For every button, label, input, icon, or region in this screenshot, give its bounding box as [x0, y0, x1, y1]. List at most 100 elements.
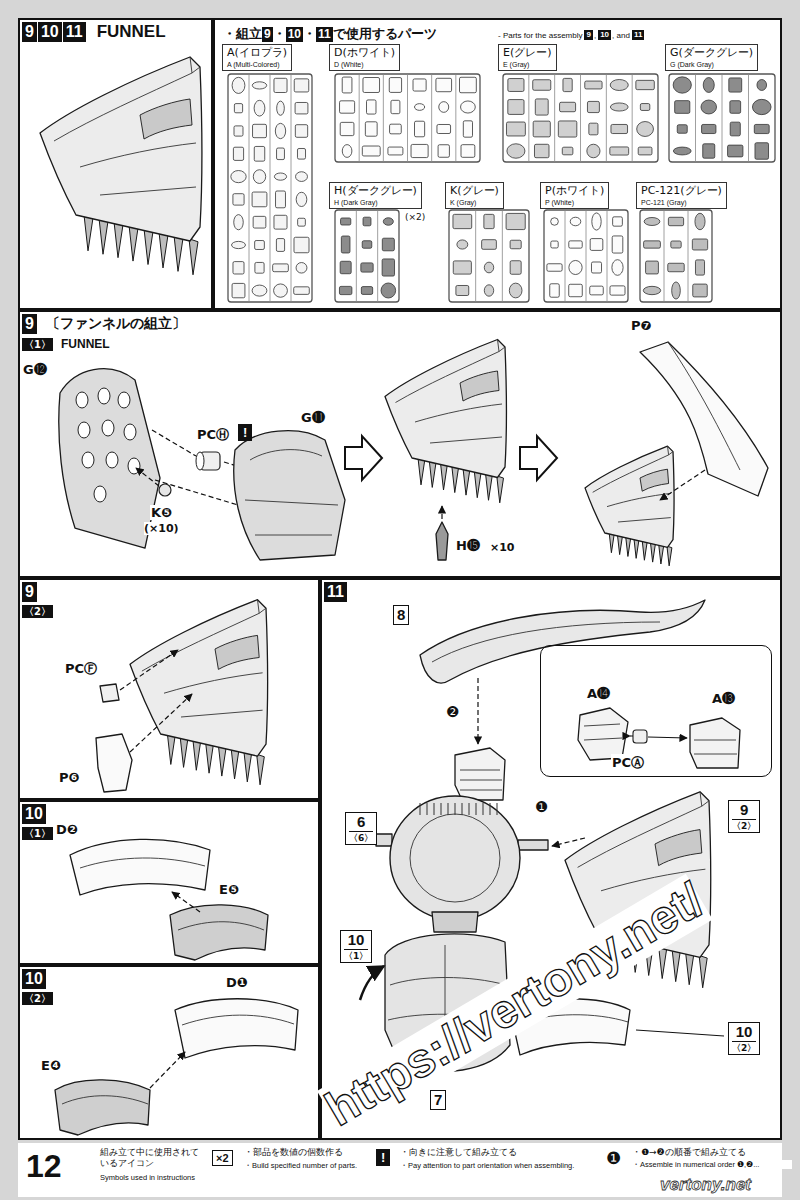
runner-part	[610, 80, 628, 91]
text-group: 〈1〉	[22, 827, 53, 840]
runner-part	[388, 147, 403, 155]
runner-part	[461, 101, 476, 113]
funnel-beam	[167, 734, 175, 765]
funnel-body	[40, 57, 202, 241]
detail-line	[250, 450, 322, 460]
runner-part	[296, 263, 307, 274]
step-substep: 〈2〉	[22, 605, 53, 618]
runner-part	[276, 191, 286, 208]
step-number: 11	[316, 27, 333, 42]
text-group: G(ダークグレー)G (Dark Gray)	[665, 44, 758, 71]
icon-note: ・向きに注意して組み立てる	[400, 1147, 600, 1158]
funnel-panel	[655, 830, 702, 866]
funnel-beam	[144, 229, 153, 265]
runner-part	[252, 192, 267, 207]
icon-note: ・Assemble in numerical order ❶,❷...	[632, 1160, 792, 1169]
head-body	[390, 796, 520, 920]
runner-part	[613, 217, 623, 226]
funnel-body	[130, 600, 268, 756]
runner-part	[510, 240, 521, 249]
assembly-guide	[120, 650, 178, 690]
runner-part	[508, 100, 524, 115]
detail-line	[578, 806, 702, 867]
runner-frame	[669, 74, 775, 162]
funnel-beam	[174, 235, 183, 271]
detail-line	[100, 187, 196, 195]
runner-part	[415, 121, 425, 137]
runner-part	[673, 147, 691, 155]
funnel-beam	[114, 222, 123, 258]
funnel-drawing	[130, 600, 268, 785]
funnel-beam	[672, 949, 680, 981]
runner-part	[535, 99, 548, 115]
runner-label: G(ダークグレー)	[670, 46, 753, 60]
runner-part	[729, 78, 742, 92]
head-ridge	[462, 803, 463, 815]
detail-line	[618, 518, 671, 522]
runner-label: K(グレー)	[450, 184, 499, 198]
funnel-beam	[686, 952, 694, 984]
subassembly-ref: 6〈6〉	[345, 812, 377, 845]
runner-part	[692, 239, 707, 250]
text-group: ・組立9・10・11で使用するパーツ	[223, 25, 437, 43]
runner-label: P(ホワイト)	[545, 184, 604, 198]
runner-sketch	[640, 210, 712, 302]
runner-part	[363, 217, 371, 226]
funnel-beam	[429, 460, 436, 487]
head-ridge	[420, 803, 421, 815]
socket-hole	[78, 422, 90, 438]
runner-part	[636, 80, 654, 89]
runner-sketch	[228, 74, 312, 302]
runner-part	[730, 122, 740, 136]
runner-part	[463, 121, 472, 137]
runner-part	[728, 145, 743, 157]
runner-label: D (White)	[334, 60, 364, 69]
runner-part	[560, 102, 576, 111]
runner-frame	[335, 74, 480, 162]
runner-part	[340, 101, 355, 113]
visor-part	[170, 905, 268, 960]
runner-box: K(グレー)K (Gray)	[445, 182, 535, 308]
funnel-beam	[486, 473, 493, 500]
runner-part	[233, 194, 244, 205]
socket-hole	[118, 392, 130, 408]
funnel-panel	[460, 371, 499, 401]
part-label: PCⒻ	[64, 660, 98, 678]
detail-line	[54, 73, 192, 141]
joint-part	[578, 708, 628, 760]
step-number: 9	[22, 314, 37, 334]
detail-line	[415, 404, 502, 422]
runner-part	[644, 241, 661, 248]
runner-bar	[586, 210, 587, 302]
runner-part	[484, 285, 493, 296]
part-label: G⓬	[22, 362, 48, 377]
runner-part	[587, 101, 599, 112]
head-ridge	[455, 803, 456, 815]
text-group: K(グレー)K (Gray)	[445, 182, 504, 209]
step-title: FUNNEL	[97, 22, 166, 42]
head-ridge	[427, 803, 428, 815]
runner-part	[234, 215, 244, 230]
detail-line	[584, 724, 622, 740]
runner-part	[592, 213, 601, 230]
detail-line	[62, 1096, 148, 1104]
socket-hole	[82, 452, 94, 468]
head-ridge	[469, 803, 470, 815]
runner-part	[533, 121, 550, 137]
runner-part	[294, 237, 309, 252]
funnel-beam	[452, 466, 459, 493]
runner-part	[389, 78, 401, 93]
runner-part	[232, 283, 245, 297]
runner-frame	[449, 210, 529, 302]
text-group: D(ホワイト)D (White)	[329, 44, 400, 71]
runner-sketch	[449, 210, 529, 302]
runner-part	[591, 262, 601, 273]
callout-number: 9	[740, 801, 748, 819]
part-label: P❼	[630, 318, 653, 333]
step-number: 9	[22, 582, 37, 602]
step-substep: 〈2〉	[22, 992, 53, 1005]
step-number: 11	[324, 582, 347, 602]
